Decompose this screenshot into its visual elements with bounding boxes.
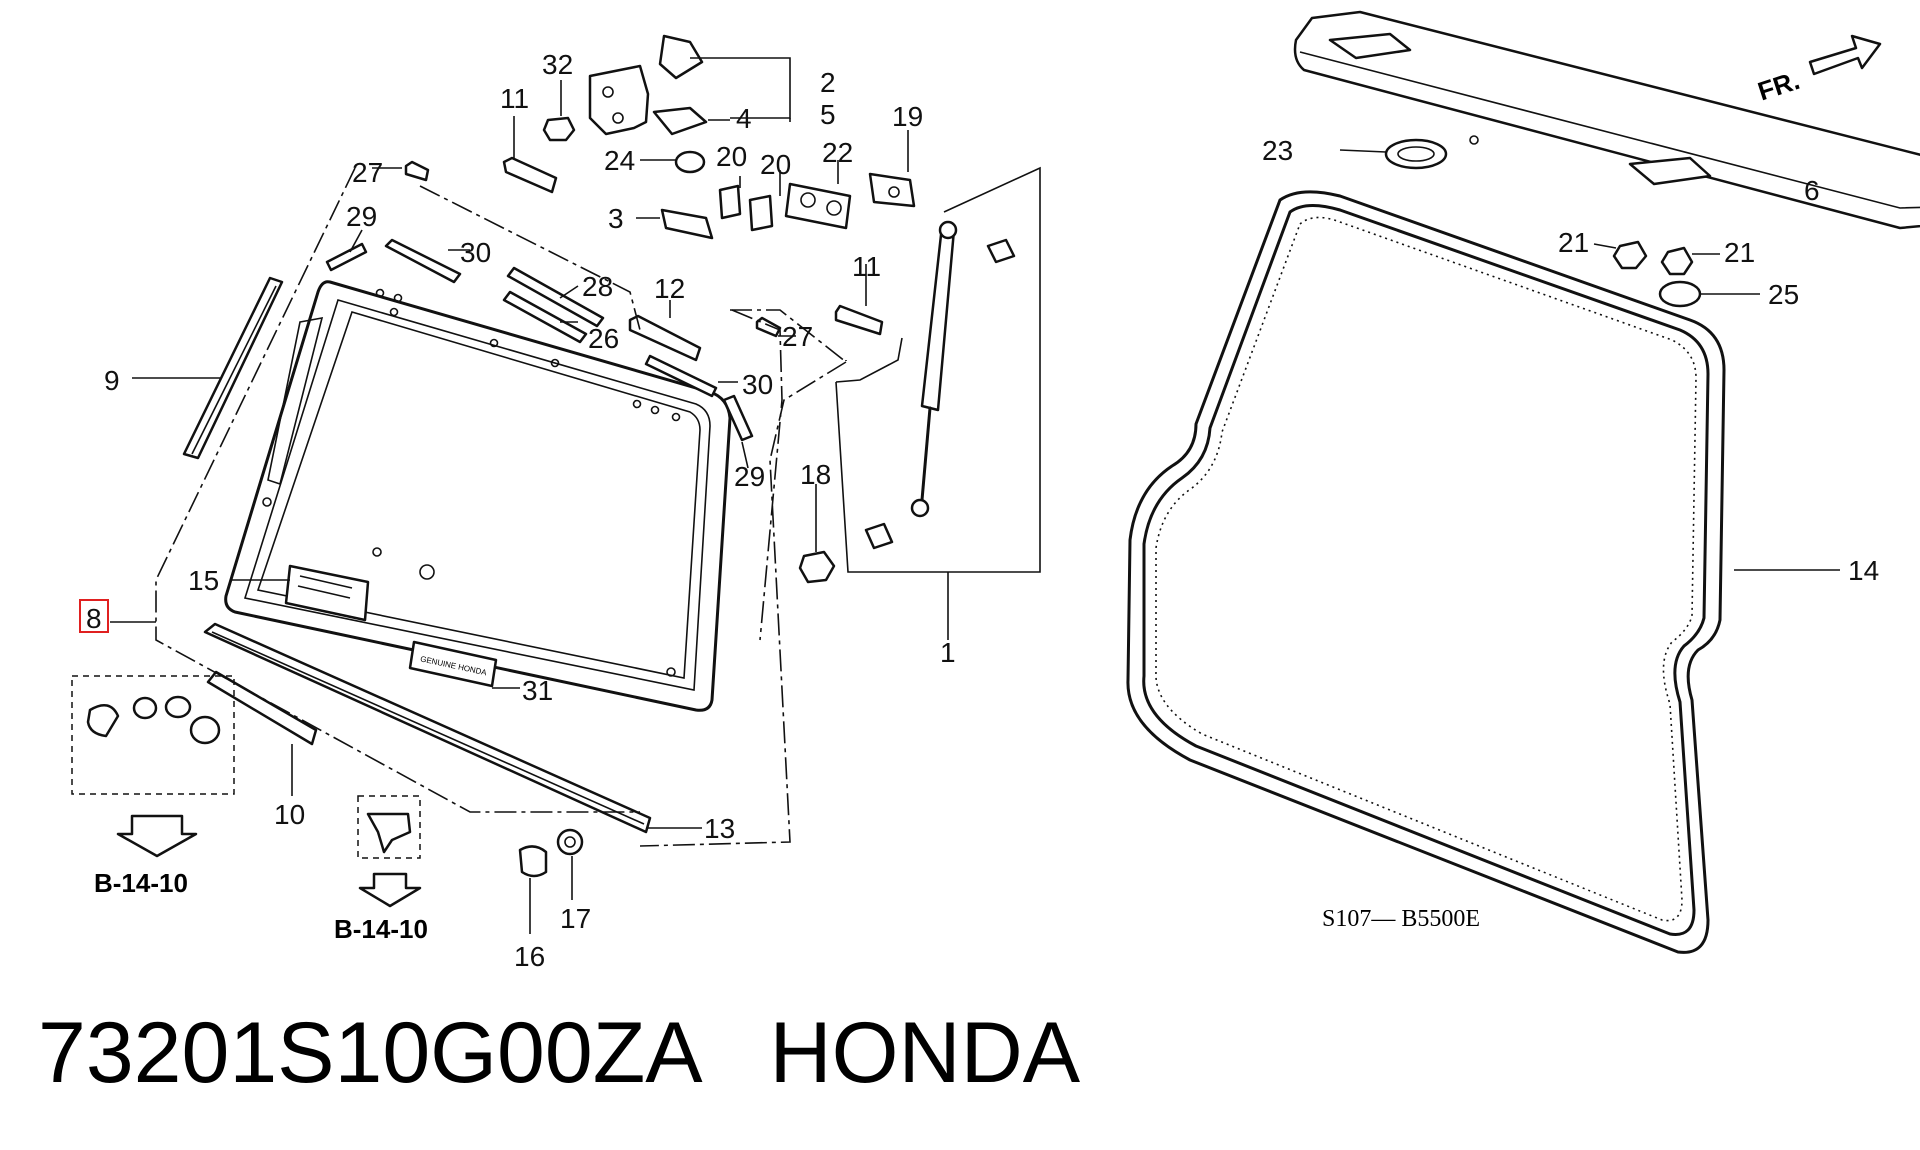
inset-box-b xyxy=(357,795,421,859)
spoiler-6[interactable] xyxy=(1293,10,1920,230)
callout-18: 18 xyxy=(800,459,831,490)
callout-1: 1 xyxy=(940,637,956,668)
strip-26[interactable] xyxy=(502,290,588,344)
bracket-20b[interactable] xyxy=(748,194,774,232)
clip-27a[interactable] xyxy=(404,160,430,182)
spacer-11a[interactable] xyxy=(502,156,558,194)
grommet-24[interactable] xyxy=(674,150,706,174)
callout-8: 8 xyxy=(86,603,102,634)
hinge-2[interactable] xyxy=(588,34,704,136)
callout-2: 2 xyxy=(820,67,836,98)
callout-26: 26 xyxy=(588,323,619,354)
grommet-17[interactable] xyxy=(556,828,584,856)
callout-28: 28 xyxy=(582,271,613,302)
grommet-23[interactable] xyxy=(1384,138,1448,170)
callout-8-highlight[interactable]: 8 xyxy=(79,599,109,634)
bracket-20a[interactable] xyxy=(718,184,742,220)
callout-29a: 29 xyxy=(346,201,377,232)
molding-10[interactable] xyxy=(206,670,318,746)
arrow-down-icon-2 xyxy=(358,872,422,908)
callout-12: 12 xyxy=(654,273,685,304)
callout-32: 32 xyxy=(542,49,573,80)
gas-strut[interactable] xyxy=(864,220,1016,550)
tailgate-glass[interactable] xyxy=(224,280,732,712)
clip-16[interactable] xyxy=(518,845,548,878)
callout-20a: 20 xyxy=(716,141,747,172)
callout-10: 10 xyxy=(274,799,305,830)
callout-29b: 29 xyxy=(734,461,765,492)
callout-27b: 27 xyxy=(782,321,813,352)
reference-label-b: B-14-10 xyxy=(334,914,428,944)
front-direction-label: FR. xyxy=(1754,65,1803,106)
inset-box-a xyxy=(71,675,235,795)
callout-21a: 21 xyxy=(1558,227,1589,258)
callout-22: 22 xyxy=(822,137,853,168)
callout-4: 4 xyxy=(736,103,752,134)
callout-13: 13 xyxy=(704,813,735,844)
spacer-12[interactable] xyxy=(628,314,702,362)
grommet-25[interactable] xyxy=(1658,280,1702,308)
callout-30b: 30 xyxy=(742,369,773,400)
strip-30b[interactable] xyxy=(644,354,718,398)
arrow-down-icon xyxy=(116,814,198,858)
plate-4[interactable] xyxy=(652,106,708,136)
callout-11a: 11 xyxy=(500,83,529,114)
front-direction-arrow: FR. xyxy=(1754,34,1882,106)
weatherstrip-14[interactable] xyxy=(1126,190,1726,954)
part-number-title: 73201S10G00ZA HONDA xyxy=(38,1005,1081,1101)
callout-17: 17 xyxy=(560,903,591,934)
callout-24: 24 xyxy=(604,145,635,176)
nut-32[interactable] xyxy=(542,116,576,142)
nut-18[interactable] xyxy=(798,550,836,584)
spacer-11b[interactable] xyxy=(834,304,884,336)
callout-15: 15 xyxy=(188,565,219,596)
strip-29a[interactable] xyxy=(325,242,368,272)
callout-30a: 30 xyxy=(460,237,491,268)
callout-31: 31 xyxy=(522,675,553,706)
mount-19[interactable] xyxy=(868,172,916,208)
strip-29b[interactable] xyxy=(722,394,754,442)
callout-19: 19 xyxy=(892,101,923,132)
callout-20b: 20 xyxy=(760,149,791,180)
diagram-code: S107— B5500E xyxy=(1322,906,1480,932)
nut-21b[interactable] xyxy=(1660,246,1694,276)
callout-11b: 11 xyxy=(852,251,881,282)
reference-label-a: B-14-10 xyxy=(94,868,188,898)
callout-9: 9 xyxy=(104,365,120,396)
callout-6: 6 xyxy=(1804,175,1820,206)
callout-25: 25 xyxy=(1768,279,1799,310)
emblem-31[interactable]: GENUINE HONDA xyxy=(408,640,498,688)
block-22[interactable] xyxy=(784,182,852,230)
strip-28[interactable] xyxy=(506,266,605,328)
callout-3: 3 xyxy=(608,203,624,234)
clip-27b[interactable] xyxy=(755,316,782,338)
callout-5: 5 xyxy=(820,99,836,130)
callout-27a: 27 xyxy=(352,157,383,188)
callout-23: 23 xyxy=(1262,135,1293,166)
callout-14: 14 xyxy=(1848,555,1879,586)
callout-16: 16 xyxy=(514,941,545,972)
plate-3[interactable] xyxy=(660,208,714,240)
nut-21a[interactable] xyxy=(1612,240,1648,270)
strip-30a[interactable] xyxy=(384,238,462,284)
callout-21b: 21 xyxy=(1724,237,1755,268)
